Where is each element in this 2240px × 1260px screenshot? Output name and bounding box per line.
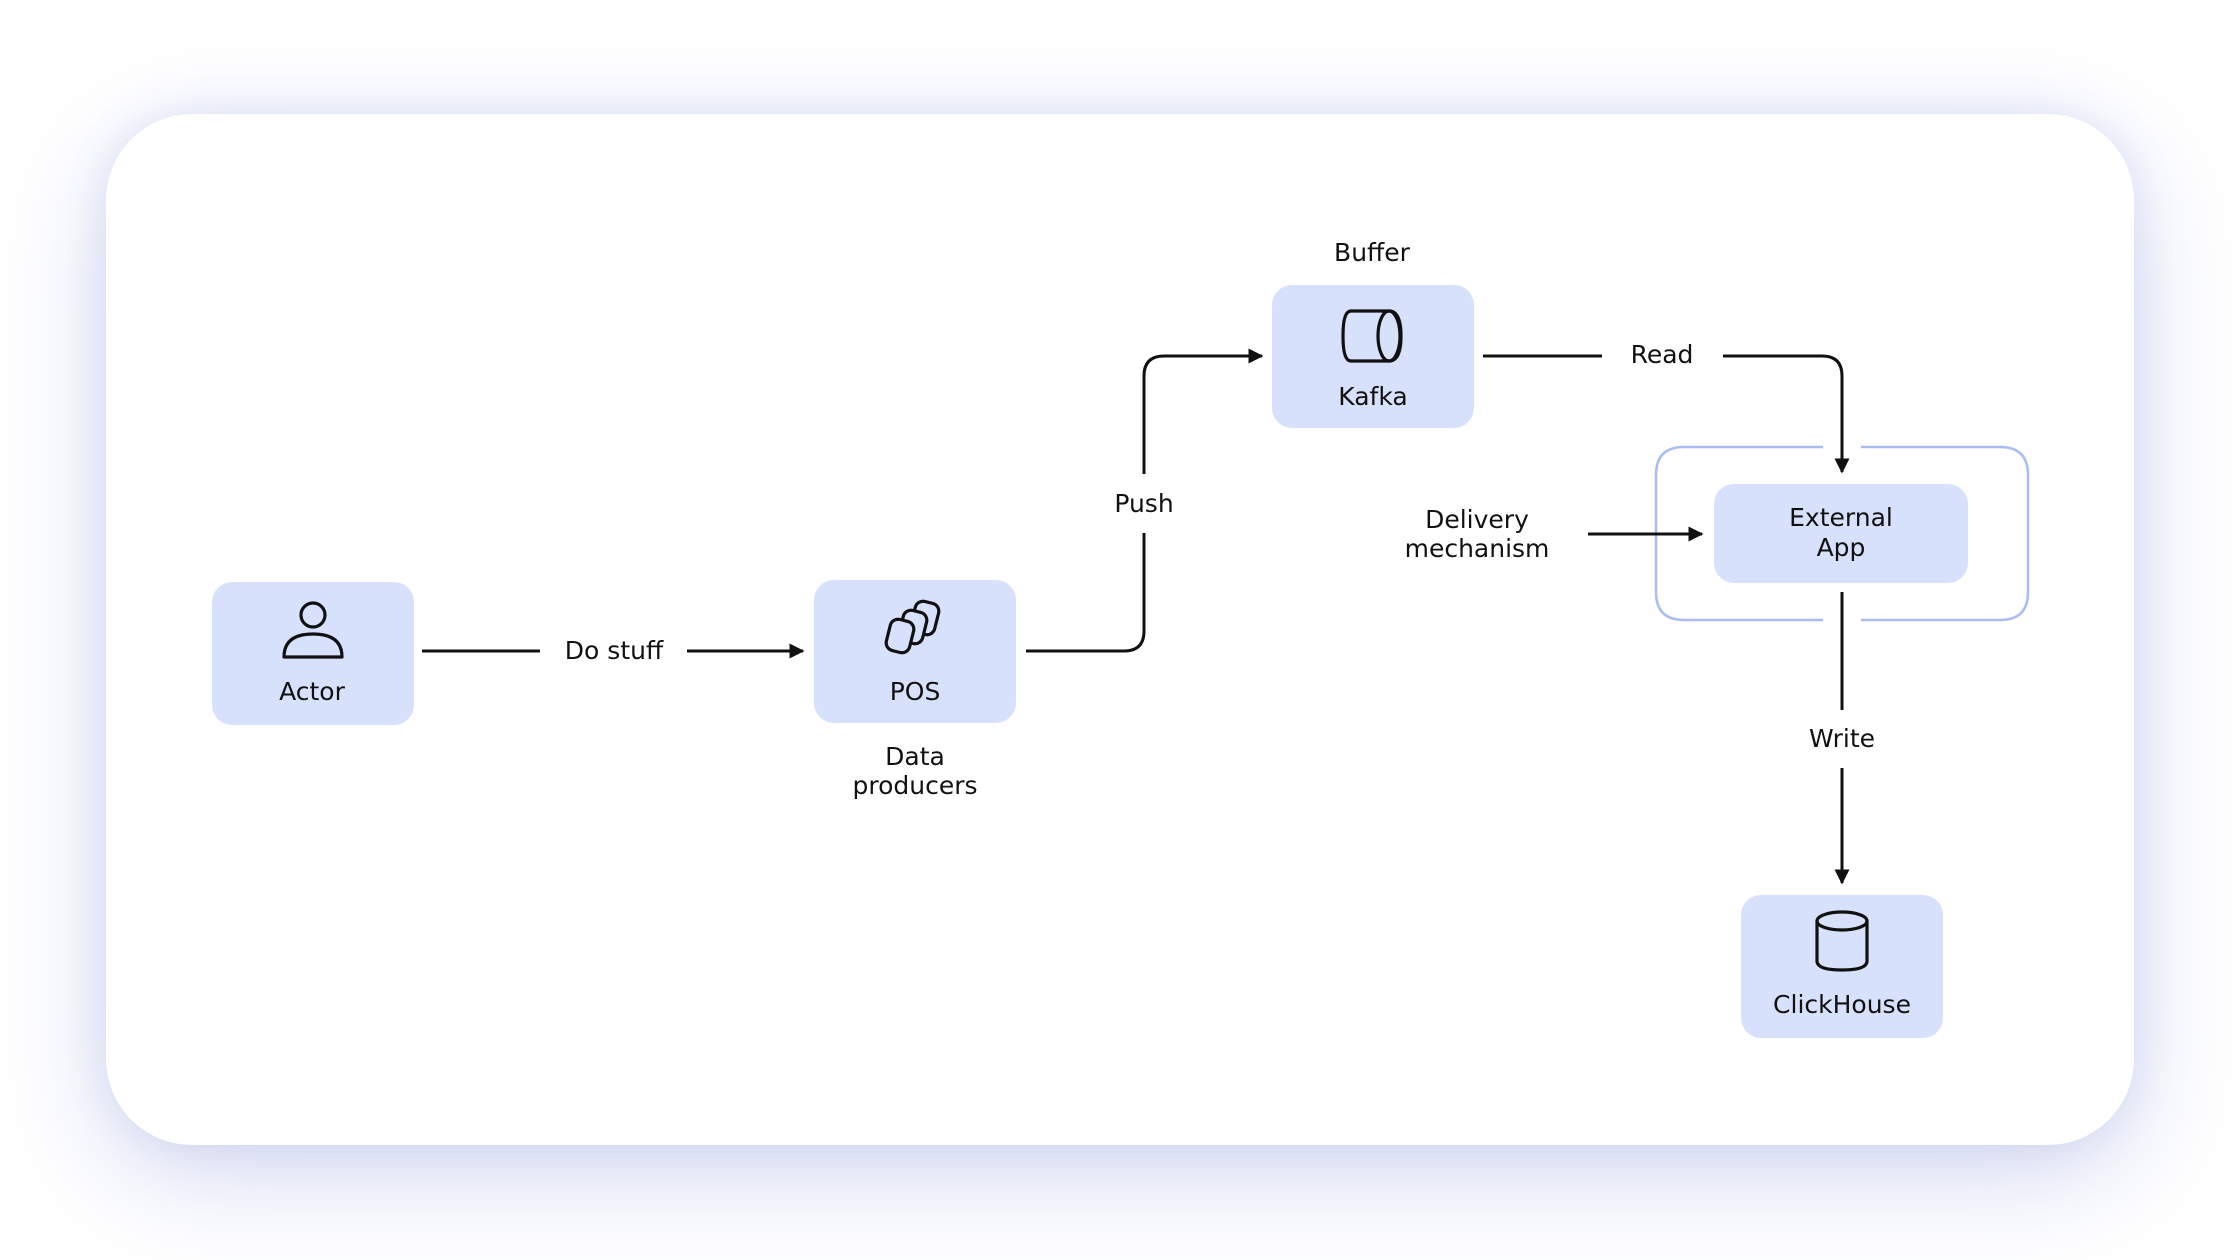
external-app-label-line2: App	[1816, 533, 1866, 562]
delivery-caption-line2: mechanism	[1404, 534, 1550, 563]
cylinder-horizontal-icon	[1341, 309, 1403, 363]
kafka-label: Kafka	[1338, 382, 1408, 411]
user-icon	[282, 601, 344, 659]
actor-node	[212, 582, 414, 725]
kafka-node	[1272, 285, 1474, 428]
database-cylinder-icon	[1815, 910, 1869, 972]
external-app-node	[1714, 484, 1968, 583]
pos-label: POS	[889, 677, 941, 706]
edge-label-do-stuff: Do stuff	[564, 636, 664, 665]
pos-caption-line2: producers	[852, 771, 978, 800]
clickhouse-node	[1741, 895, 1943, 1038]
edge-label-push: Push	[1114, 489, 1174, 518]
stacked-cards-icon	[884, 599, 941, 655]
edge-kafka-app-line-2	[1723, 354, 1850, 474]
pos-caption-line1: Data	[885, 742, 945, 771]
pos-node	[814, 580, 1016, 723]
kafka-caption: Buffer	[1334, 238, 1410, 267]
edge-label-read: Read	[1630, 340, 1694, 369]
actor-label: Actor	[279, 677, 345, 706]
edge-pos-kafka-line-1	[1026, 533, 1146, 653]
edge-label-write: Write	[1808, 724, 1876, 753]
edge-pos-kafka-line-2	[1142, 348, 1264, 474]
delivery-caption-line1: Delivery	[1425, 505, 1529, 534]
external-app-label-line1: External	[1789, 503, 1893, 532]
clickhouse-label: ClickHouse	[1773, 990, 1911, 1019]
